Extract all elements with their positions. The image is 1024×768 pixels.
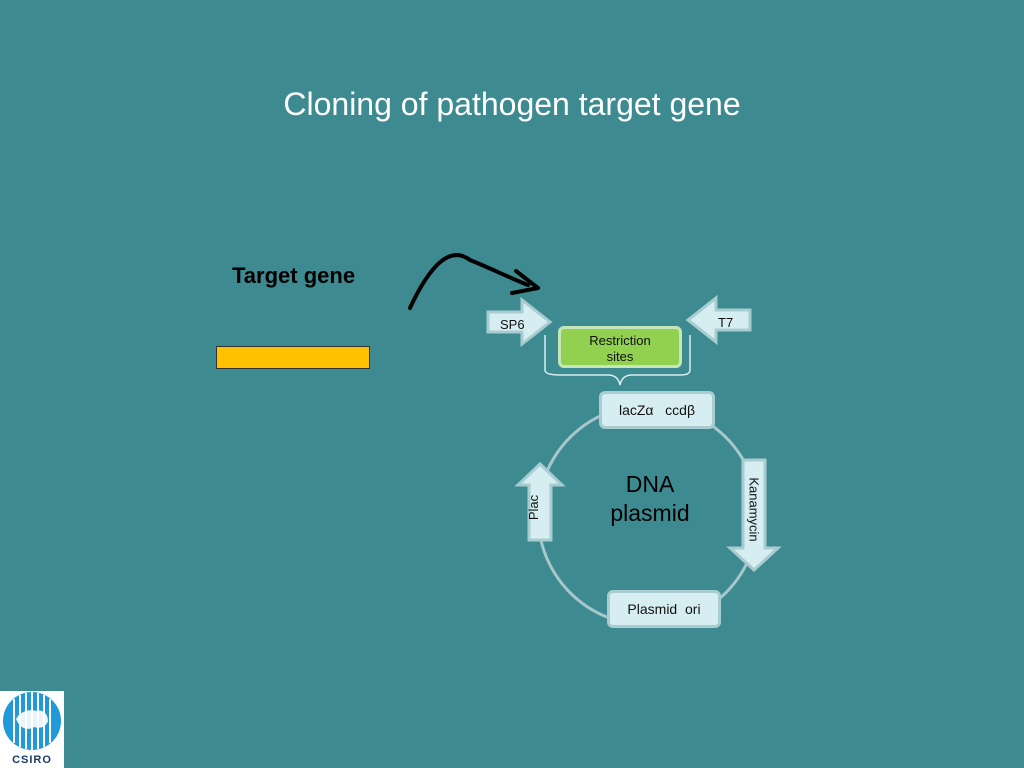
sp6-label: SP6 [500, 317, 525, 332]
restriction-label-line2: sites [606, 349, 634, 364]
sp6-arrow-shape [486, 296, 553, 348]
lacz-ccdb-box: lacZα ccdβ [599, 391, 715, 429]
target-gene-label: Target gene [232, 263, 356, 288]
plac-label: Plac [526, 494, 542, 521]
kanamycin-arrow-shape [726, 458, 782, 573]
dna-label-line2: plasmid [610, 500, 690, 526]
restriction-sites-box: Restriction sites [558, 326, 682, 368]
csiro-logo-text: CSIRO [12, 754, 52, 766]
slide-title: Cloning of pathogen target gene [283, 86, 741, 122]
lacz-ccdb-label: lacZα ccdβ [618, 402, 696, 418]
plasmid-ori-box: Plasmid ori [607, 590, 721, 628]
plac-arrow-shape [514, 461, 566, 542]
csiro-globe-icon [3, 692, 61, 750]
target-gene-bar [216, 346, 370, 369]
insertion-arrow-head [510, 269, 540, 295]
kanamycin-label: Kanamycin [746, 477, 762, 542]
t7-label: T7 [718, 315, 734, 330]
plasmid-ori-label: Plasmid ori [627, 601, 701, 617]
insertion-curved-arrow [408, 253, 530, 310]
dna-plasmid-label: DNA plasmid [590, 470, 710, 528]
restriction-bracket [544, 335, 691, 386]
dna-label-line1: DNA [625, 471, 675, 497]
restriction-label-line1: Restriction [589, 333, 651, 348]
csiro-logo: CSIRO [0, 691, 64, 768]
t7-arrow-shape [685, 294, 752, 346]
